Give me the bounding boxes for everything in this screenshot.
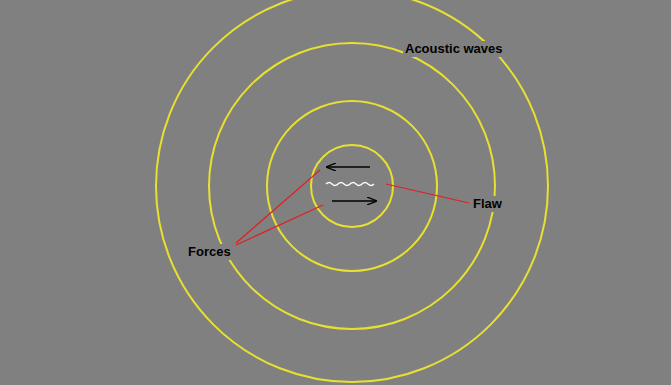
leader-line [236,170,320,243]
force-arrow [332,200,376,202]
leader-line [236,205,323,245]
flaw-label: Flaw [471,196,504,212]
flaw-crack [326,183,374,186]
leader-line [386,184,469,203]
wave-ring [156,0,548,382]
force-label: Forces [186,244,233,260]
wave-ring [209,43,495,329]
wave-ring [267,101,437,271]
wave-label: Acoustic waves [403,41,505,57]
force-arrow [327,166,370,168]
wave-ring [311,145,393,227]
